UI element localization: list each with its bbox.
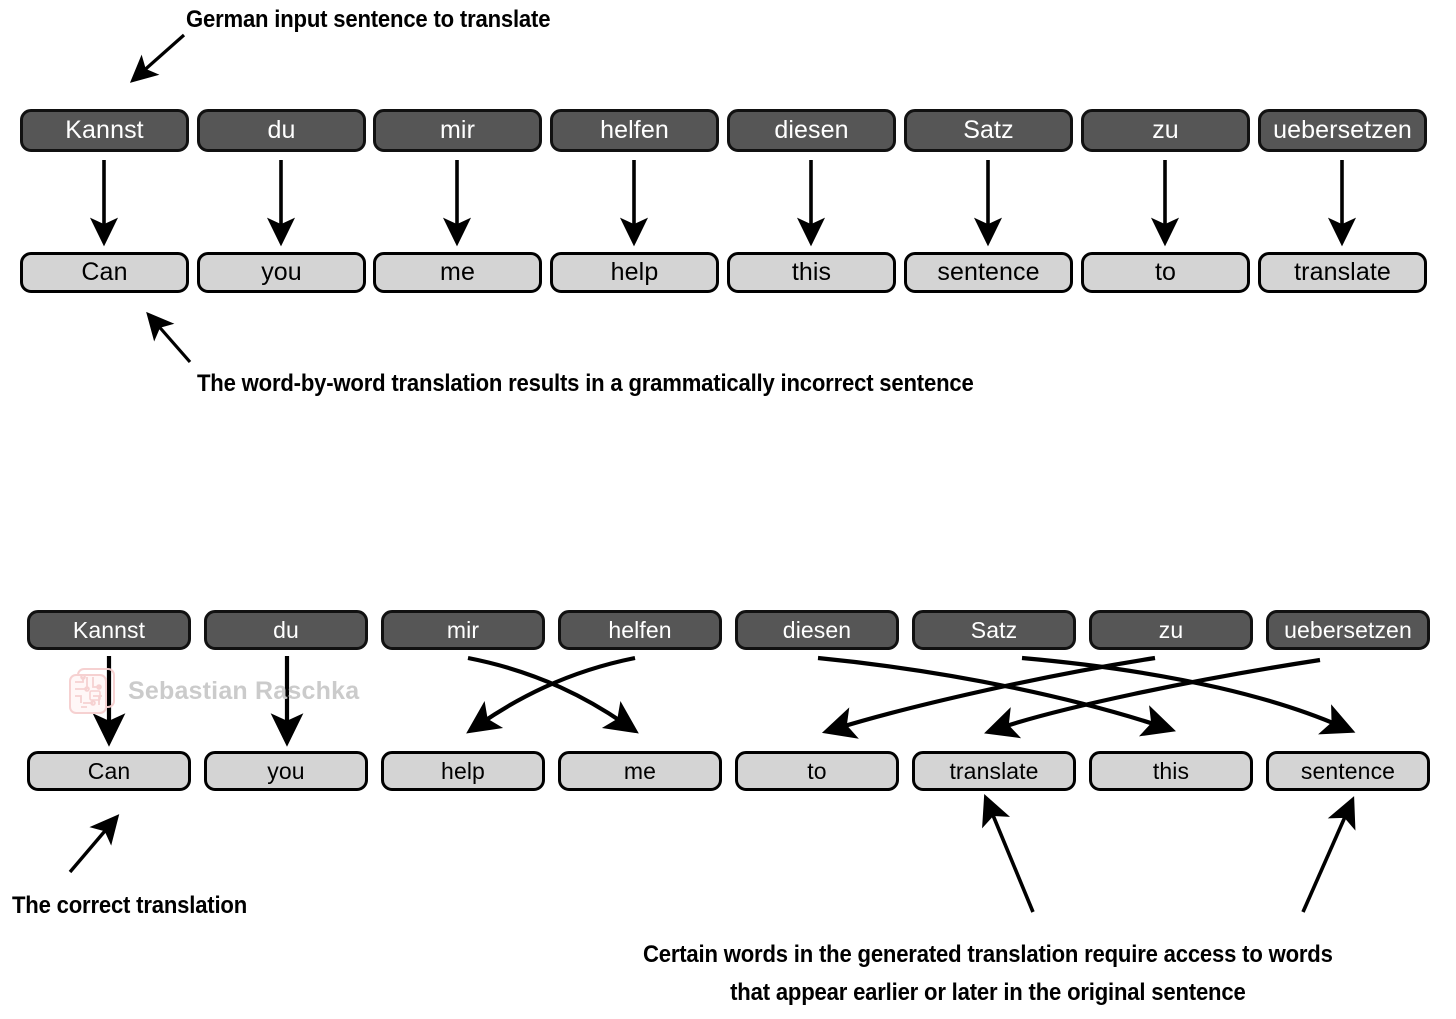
token-target-5[interactable]: translate	[912, 751, 1076, 791]
caption-word-by-word-note: The word-by-word translation results in …	[197, 370, 974, 397]
token-source-7[interactable]: uebersetzen	[1266, 610, 1430, 650]
token-source-7[interactable]: uebersetzen	[1258, 109, 1427, 152]
arrow-mir-me	[467, 655, 639, 734]
token-source-3[interactable]: helfen	[550, 109, 719, 152]
token-target-5[interactable]: sentence	[904, 252, 1073, 293]
token-source-4[interactable]: diesen	[735, 610, 899, 650]
token-source-6[interactable]: zu	[1081, 109, 1250, 152]
token-target-6[interactable]: this	[1089, 751, 1253, 791]
caption-reorder-note: Certain words in the generated translati…	[643, 936, 1333, 1012]
token-source-5[interactable]: Satz	[904, 109, 1073, 152]
token-target-6[interactable]: to	[1081, 252, 1250, 293]
caption-correct-translation: The correct translation	[12, 892, 248, 919]
token-target-1[interactable]: you	[204, 751, 368, 791]
token-target-7[interactable]: translate	[1258, 252, 1427, 293]
token-source-1[interactable]: du	[204, 610, 368, 650]
token-source-1[interactable]: du	[197, 109, 366, 152]
pointer-reorder-note-left	[982, 794, 1035, 913]
arrow-helfen-help	[466, 655, 636, 734]
token-target-0[interactable]: Can	[20, 252, 189, 293]
token-target-0[interactable]: Can	[27, 751, 191, 791]
token-target-3[interactable]: me	[558, 751, 722, 791]
token-target-4[interactable]: this	[727, 252, 896, 293]
arrow-zu-to	[821, 655, 1156, 739]
pointer-wordbyword-note	[146, 311, 192, 364]
arrow-diesen-this	[817, 655, 1176, 737]
token-target-4[interactable]: to	[735, 751, 899, 791]
arrow-satz-sentence	[1021, 655, 1356, 735]
token-target-1[interactable]: you	[197, 252, 366, 293]
token-source-3[interactable]: helfen	[558, 610, 722, 650]
pointer-german-input	[129, 33, 186, 83]
token-target-3[interactable]: help	[550, 252, 719, 293]
caption-reorder-note-line2: that appear earlier or later in the orig…	[730, 979, 1246, 1006]
watermark-text: Sebastian Raschka	[128, 677, 360, 705]
pointer-reorder-note-right	[1301, 796, 1356, 913]
token-target-7[interactable]: sentence	[1266, 751, 1430, 791]
caption-german-input: German input sentence to translate	[186, 6, 551, 33]
token-source-0[interactable]: Kannst	[20, 109, 189, 152]
token-source-4[interactable]: diesen	[727, 109, 896, 152]
token-target-2[interactable]: help	[381, 751, 545, 791]
token-target-2[interactable]: me	[373, 252, 542, 293]
circuit-board-logo	[66, 663, 120, 720]
caption-reorder-note-line1: Certain words in the generated translati…	[643, 941, 1333, 968]
panel1-alignment-arrows	[89, 160, 1357, 247]
token-source-2[interactable]: mir	[381, 610, 545, 650]
pointer-correct-translation	[68, 814, 120, 874]
token-source-2[interactable]: mir	[373, 109, 542, 152]
arrow-uebersetzen-translate	[984, 657, 1321, 739]
token-source-6[interactable]: zu	[1089, 610, 1253, 650]
token-source-5[interactable]: Satz	[912, 610, 1076, 650]
watermark: Sebastian Raschka	[66, 663, 359, 720]
token-source-0[interactable]: Kannst	[27, 610, 191, 650]
